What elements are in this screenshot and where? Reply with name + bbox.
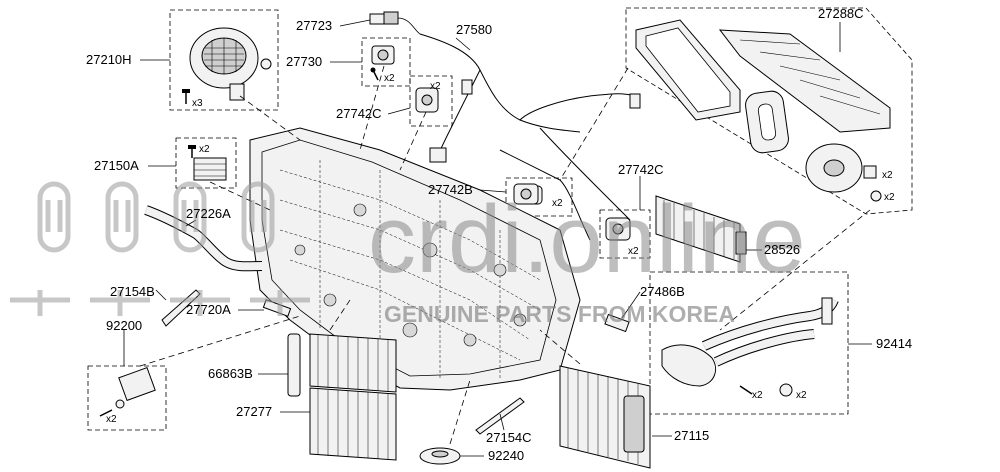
label-27115: 27115 [674, 428, 709, 443]
filter-27277 [309, 333, 397, 461]
evaporator-28526 [655, 195, 747, 263]
label-27277: 27277 [236, 404, 272, 419]
qty-mark: x2 [752, 390, 763, 401]
box-27150A [175, 137, 237, 189]
expansion-valve-92200 [99, 366, 156, 417]
quantity-marks: x3 x2 x2 x2 x2 x2 x2 x2 x2 x2 x2 [106, 73, 895, 425]
resistor-27150A [193, 157, 227, 181]
label-66863B: 66863B [208, 366, 253, 381]
box-27742C-b [599, 209, 651, 259]
label-27742C-b: 27742C [618, 162, 664, 177]
connector-27723 [369, 11, 421, 35]
filter-frame-27288C [635, 19, 891, 202]
label-92414: 92414 [876, 336, 912, 351]
actuator-27742C-b [605, 217, 631, 241]
label-27150A: 27150A [94, 158, 139, 173]
heater-core-27115 [559, 365, 651, 469]
seal-66863B [287, 333, 301, 397]
label-27288C: 27288C [818, 6, 864, 21]
actuator-27742B [513, 183, 539, 205]
hose-27226A [144, 205, 263, 272]
qty-mark: x3 [192, 98, 203, 109]
watermark: crdi.online GENUINE PARTS FROM KOREA [10, 181, 806, 327]
watermark-tagline: GENUINE PARTS FROM KOREA [384, 301, 735, 327]
leader-lines [123, 19, 872, 457]
qty-mark: x2 [430, 81, 441, 92]
label-92200: 92200 [106, 318, 142, 333]
qty-mark: x2 [628, 246, 639, 257]
label-27580: 27580 [456, 22, 492, 37]
label-28526: 28526 [764, 242, 800, 257]
label-27742C-a: 27742C [336, 106, 382, 121]
pipe-assembly-92414 [661, 297, 839, 397]
sensor-27486B [604, 313, 630, 333]
assembly-guides [139, 65, 871, 445]
label-27730: 27730 [286, 54, 322, 69]
brand-logo [10, 181, 310, 316]
label-27720A: 27720A [186, 302, 231, 317]
screw-icon [188, 145, 196, 158]
hvac-housing [249, 127, 581, 391]
label-27210H: 27210H [86, 52, 132, 67]
box-27742B [505, 177, 573, 217]
box-27288C [625, 7, 913, 215]
blower-motor [189, 27, 272, 101]
screw-icon [370, 67, 379, 81]
actuator-27742C-a [415, 87, 439, 113]
label-27486B: 27486B [640, 284, 685, 299]
bracket-27154C [475, 397, 525, 435]
box-92414 [649, 271, 849, 415]
qty-mark: x2 [106, 414, 117, 425]
actuator-27730 [371, 45, 395, 65]
watermark-brand: crdi.online [368, 186, 806, 293]
qty-mark: x2 [884, 192, 895, 203]
qty-mark: x2 [796, 390, 807, 401]
qty-mark: x2 [199, 144, 210, 155]
qty-mark: x2 [882, 170, 893, 181]
grommet-92240 [419, 447, 461, 465]
qty-mark: x2 [552, 198, 563, 209]
box-27742C-a [409, 75, 453, 127]
label-27154C: 27154C [486, 430, 532, 445]
screw-icon [182, 89, 190, 104]
label-27154B: 27154B [110, 284, 155, 299]
label-27723: 27723 [296, 18, 332, 33]
label-27226A: 27226A [186, 206, 231, 221]
part-labels: 27210H 27723 27730 27580 27742C 27288C 2… [86, 6, 912, 463]
label-27742B: 27742B [428, 182, 473, 197]
qty-mark: x2 [384, 73, 395, 84]
label-92240: 92240 [488, 448, 524, 463]
